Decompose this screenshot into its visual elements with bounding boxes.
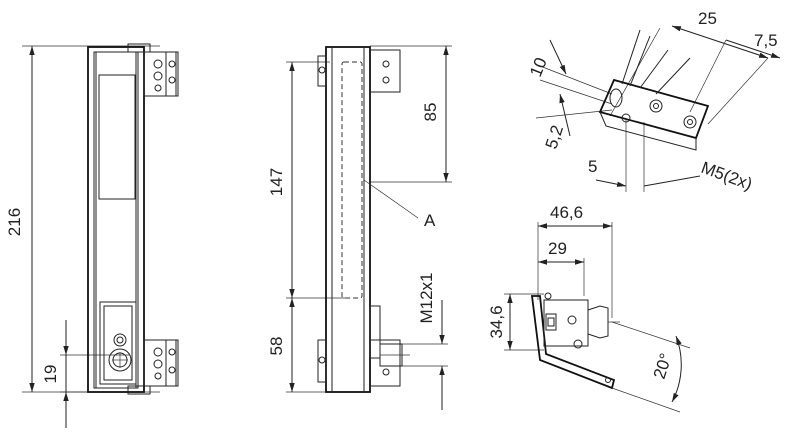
dim-label-5: 5 bbox=[588, 157, 597, 176]
side-view: 147 58 85 M12x1 A bbox=[267, 45, 452, 410]
dim-label-10: 10 bbox=[526, 55, 551, 80]
side-housing bbox=[325, 46, 371, 393]
front-view: 216 19 bbox=[5, 43, 179, 428]
front-connector-block bbox=[99, 301, 137, 385]
front-m12-connector bbox=[108, 348, 132, 372]
front-top-bracket bbox=[127, 43, 179, 97]
dim-label-7-5: 7,5 bbox=[754, 31, 778, 50]
dim-label-29: 29 bbox=[548, 239, 567, 258]
dim-label-34-6: 34,6 bbox=[487, 305, 506, 338]
callout-a-label: A bbox=[424, 211, 436, 230]
dim-label-216: 216 bbox=[5, 208, 24, 236]
side-top-bracket bbox=[317, 49, 401, 93]
front-housing bbox=[87, 46, 145, 393]
side-bottom-bracket bbox=[317, 305, 410, 387]
dim-label-19: 19 bbox=[41, 365, 60, 384]
front-bottom-bracket bbox=[127, 339, 179, 395]
bracket-screw-hole-2 bbox=[683, 115, 697, 129]
angle-arc bbox=[671, 335, 682, 403]
mount-angled-plate bbox=[530, 295, 616, 390]
mount-detail: 46,6 29 34,6 20° bbox=[487, 203, 691, 413]
dim-label-147: 147 bbox=[267, 168, 286, 196]
dim-label-46-6: 46,6 bbox=[550, 203, 583, 222]
dim-label-m5: M5(2x) bbox=[699, 158, 755, 194]
dim-label-m12x1: M12x1 bbox=[417, 272, 436, 323]
dim-label-5-2: 5,2 bbox=[542, 123, 567, 151]
bracket-screw-hole-1 bbox=[649, 99, 663, 113]
side-hidden-window bbox=[341, 61, 363, 299]
dim-label-20-deg: 20° bbox=[650, 351, 676, 381]
front-window bbox=[98, 74, 136, 200]
mount-m12-plug bbox=[587, 305, 609, 339]
dim-label-25: 25 bbox=[698, 9, 717, 28]
bracket-body bbox=[598, 78, 710, 140]
dim-label-58: 58 bbox=[267, 337, 286, 356]
callout-a-leader bbox=[363, 179, 419, 219]
bracket-detail: 25 7,5 10 5,2 5 M5(2x) bbox=[526, 9, 781, 194]
dim-label-85: 85 bbox=[421, 103, 440, 122]
mount-sensor-body bbox=[543, 299, 589, 347]
bracket-slot bbox=[609, 88, 623, 108]
